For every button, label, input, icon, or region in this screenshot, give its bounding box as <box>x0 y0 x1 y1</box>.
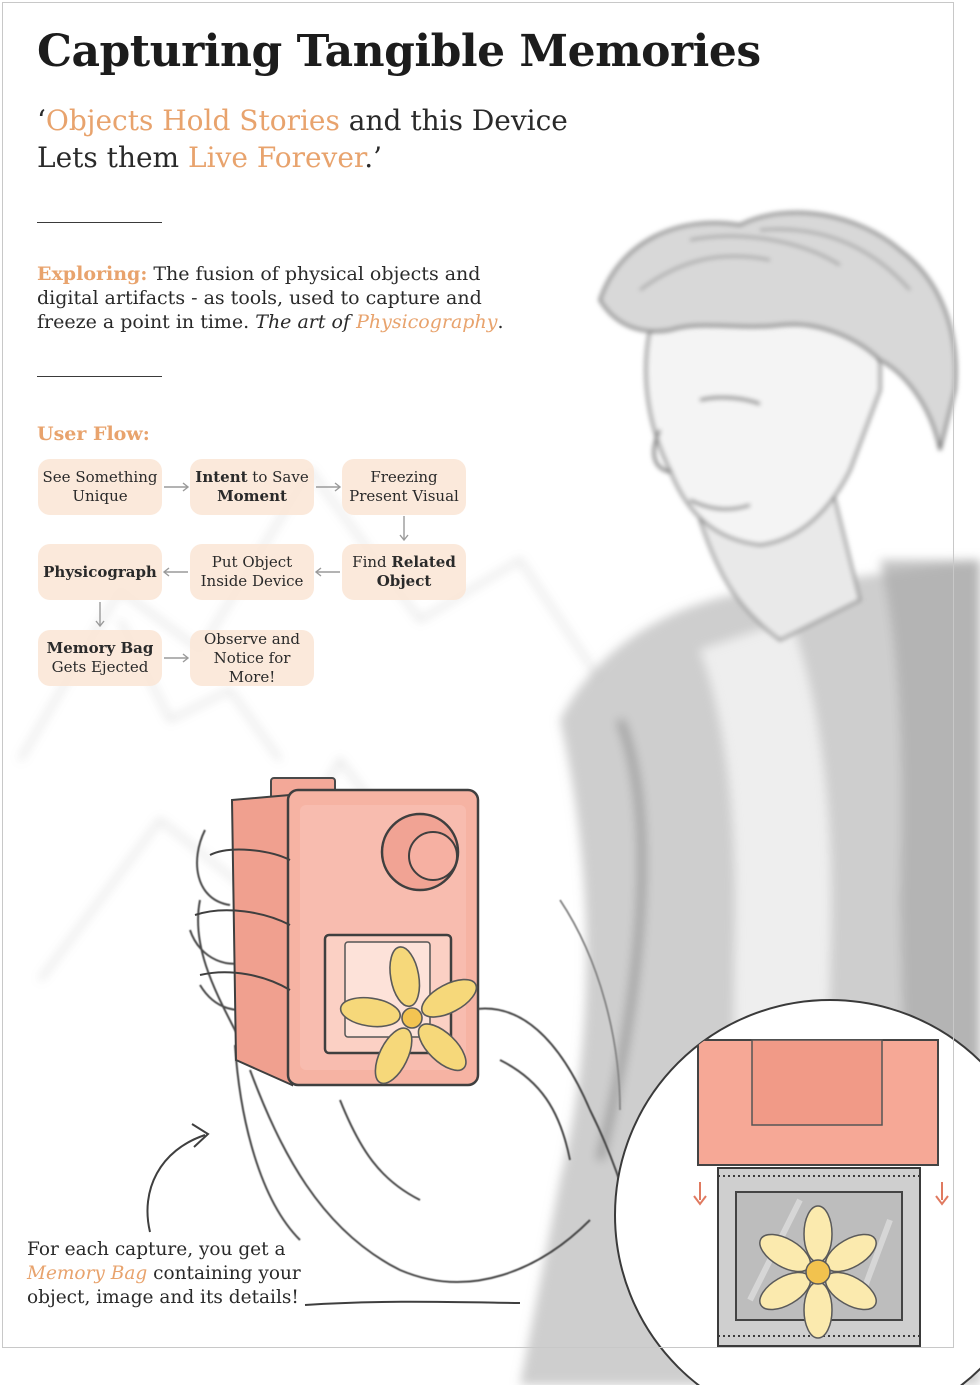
flow-step-memory-bag-ejected: Memory Bag Gets Ejected <box>38 630 162 686</box>
caption-text-1: For each capture, you get a <box>27 1239 286 1260</box>
flow-step-text: Put Object Inside Device <box>200 553 304 590</box>
quote-open: ‘ <box>37 104 46 137</box>
flower-icon <box>339 946 478 1085</box>
user-flow-title: User Flow: <box>37 423 150 445</box>
flow-step-find-related-object: Find Related Object <box>342 544 466 600</box>
caption-accent: Memory Bag <box>27 1263 148 1284</box>
divider-1 <box>37 222 162 223</box>
curved-arrow-icon <box>146 1123 521 1306</box>
tagline-quote: ‘Objects Hold Stories and this Device Le… <box>37 102 597 176</box>
exploring-accent: Physicography <box>356 311 498 333</box>
quote-text-1: and this Device <box>339 104 568 137</box>
flow-step-text: See Something Unique <box>42 468 158 505</box>
memory-bag-caption: For each capture, you get a Memory Bag c… <box>27 1238 317 1310</box>
person-hair-sketch <box>598 211 958 451</box>
flow-step-see-something-unique: See Something Unique <box>38 459 162 515</box>
quote-accent-2: Live Forever <box>188 141 365 174</box>
divider-2 <box>37 376 162 377</box>
quote-close: .’ <box>364 141 383 174</box>
arrow-down-icon <box>693 1182 949 1206</box>
exploring-italic: The art of <box>255 311 357 333</box>
flow-step-text: Freezing Present Visual <box>349 468 459 505</box>
flow-step-text: Find Related Object <box>352 553 456 590</box>
exploring-end: . <box>497 311 504 333</box>
flow-step-physicograph: Physicograph <box>38 544 162 600</box>
memory-bag-inset <box>614 999 980 1385</box>
flow-step-text: Memory Bag Gets Ejected <box>46 639 154 676</box>
exploring-paragraph: Exploring: The fusion of physical object… <box>37 262 537 334</box>
flow-step-freezing-present-visual: Freezing Present Visual <box>342 459 466 515</box>
flow-step-intent-save-moment: Intent to Save Moment <box>190 459 314 515</box>
quote-text-2: Lets them <box>37 141 188 174</box>
flow-step-observe-notice: Observe and Notice for More! <box>190 630 314 686</box>
person-face-sketch <box>644 288 882 642</box>
flow-step-put-object-inside-device: Put Object Inside Device <box>190 544 314 600</box>
exploring-label: Exploring: <box>37 263 148 285</box>
quote-accent-1: Objects Hold Stories <box>45 104 340 137</box>
flow-step-text: Observe and Notice for More! <box>204 629 300 686</box>
page-title: Capturing Tangible Memories <box>37 26 761 77</box>
memory-bag-flower-icon <box>759 1205 877 1339</box>
flow-step-text: Physicograph <box>43 562 157 581</box>
caption-text-2: containing your object, image and its de… <box>27 1263 301 1308</box>
flow-step-text: Intent to Save Moment <box>195 468 309 505</box>
exploring-text: The fusion of physical objects and digit… <box>37 263 482 333</box>
